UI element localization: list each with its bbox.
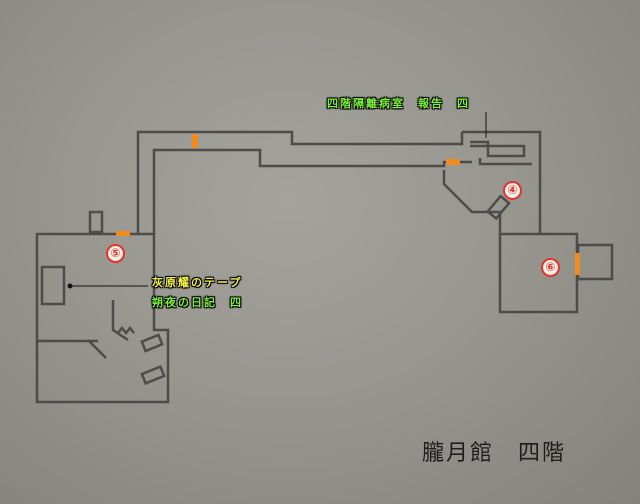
left-room-inner-partition	[111, 300, 129, 342]
corridor-top-north	[168, 130, 464, 146]
left-room-chair	[117, 325, 135, 336]
corridor-inner-wall	[152, 148, 168, 234]
left-room-outer-wall	[35, 232, 170, 404]
left-room-cabinet	[40, 265, 66, 306]
left-room-slant	[87, 339, 107, 359]
left-room-table	[140, 333, 164, 353]
left-room-bed	[140, 364, 166, 386]
marker-4: ④	[503, 181, 522, 200]
corridor-left-wall	[136, 130, 168, 234]
leader-diary-dot	[67, 283, 73, 289]
right-room-bed	[485, 194, 511, 221]
door-right-corridor	[446, 159, 460, 165]
side-room	[576, 243, 614, 281]
floor-title: 朧月館 四階	[422, 441, 567, 466]
corridor-top-south	[168, 148, 472, 168]
marker-5: ⑤	[106, 244, 125, 263]
door-corridor	[192, 134, 198, 148]
entry-alcove	[88, 210, 104, 234]
door-left-room	[116, 231, 130, 236]
right-upper-room	[442, 130, 542, 236]
isolation-ward-report-label[interactable]: 四階隔離病室 報告 四	[327, 97, 470, 110]
tape-label[interactable]: 灰原耀のテープ	[152, 276, 243, 289]
marker-6: ⑥	[541, 258, 560, 277]
right-upper-inner-2	[478, 158, 532, 166]
right-lower-room	[498, 232, 579, 314]
right-upper-inner	[470, 140, 526, 158]
door-side-room	[575, 253, 580, 275]
diary-label[interactable]: 朔夜の日記 四	[152, 296, 243, 309]
